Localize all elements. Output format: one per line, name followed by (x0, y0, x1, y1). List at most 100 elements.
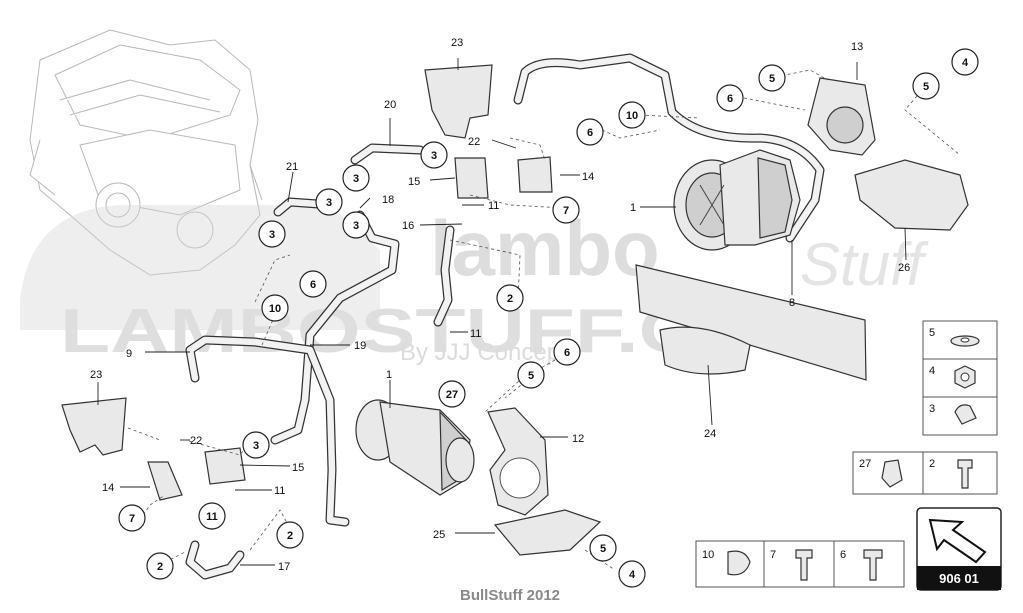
label-14-lower: 14 (102, 482, 114, 494)
callout-bubble-c5d (589, 534, 617, 562)
callout-bubble-c10a (618, 101, 646, 129)
legend-6: 6 (840, 549, 846, 561)
callout-number-c6c: 6 (310, 279, 316, 291)
callout-bubble-c2c (146, 552, 174, 580)
label-15-lower: 15 (292, 462, 304, 474)
label-18: 18 (382, 194, 394, 206)
bracket-parts (61, 64, 969, 556)
callout-bubble-c5c (517, 361, 545, 389)
callout-number-c3e: 3 (269, 229, 275, 241)
label-22-lower: 22 (190, 435, 202, 447)
label-17: 17 (278, 561, 290, 573)
callout-bubble-c4a (951, 48, 979, 76)
callout-bubble-c5a (912, 72, 940, 100)
label-25: 25 (433, 529, 445, 541)
callout-number-c7b: 7 (129, 513, 135, 525)
callout-number-c2c: 2 (157, 561, 163, 573)
legend-3: 3 (929, 403, 935, 415)
callout-number-c3a: 3 (431, 150, 437, 162)
watermark-brand-script: Stuff (800, 231, 929, 298)
callout-bubble-c3e (258, 220, 286, 248)
callout-number-c11d: 11 (206, 511, 218, 523)
callout-bubble-c5b (758, 64, 786, 92)
label-9: 9 (126, 348, 132, 360)
callout-number-c3c: 3 (326, 197, 332, 209)
label-23-lower: 23 (90, 369, 102, 381)
label-21: 21 (286, 161, 298, 173)
callout-number-c7a: 7 (563, 205, 569, 217)
watermark-brand: lambo (430, 204, 660, 292)
air-pump-lower (355, 399, 475, 496)
legend-2: 2 (929, 458, 935, 470)
legend-27: 27 (859, 458, 871, 470)
legend-5: 5 (929, 327, 935, 339)
callout-bubble-c3c (315, 188, 343, 216)
callout-number-c4a: 4 (962, 57, 969, 69)
callout-number-c5d: 5 (600, 543, 606, 555)
callout-bubble-c3d (342, 211, 370, 239)
hose-clamp-icon (727, 550, 751, 576)
leader-lines (97, 58, 907, 566)
hardware-legend-bottom: 10 7 6 (695, 540, 905, 588)
callout-bubble-c6c (299, 270, 327, 298)
callout-bubble-c10b (261, 294, 289, 322)
callout-number-c6a: 6 (727, 93, 733, 105)
air-pump-upper (673, 149, 801, 251)
watermark-tagline: By JJJ Concepts (400, 339, 579, 366)
label-19: 19 (354, 340, 366, 352)
label-15-upper: 15 (408, 176, 420, 188)
callout-number-c6b: 6 (587, 127, 593, 139)
callout-bubble-c3b (342, 164, 370, 192)
legend-7: 7 (770, 549, 776, 561)
flange-bolt-icon (863, 549, 883, 581)
callout-bubble-c11d (198, 502, 226, 530)
arrow-icon (928, 518, 987, 564)
callout-number-c10b: 10 (269, 303, 281, 315)
part-labels: 1 23 13 20 21 22 15 14 11 18 16 8 26 9 1… (90, 37, 910, 573)
hardware-legend-right: 5 4 3 2 27 (852, 320, 998, 495)
callout-number-c27a: 27 (446, 389, 458, 401)
callout-bubble-c6b (576, 118, 604, 146)
callout-number-c5c: 5 (528, 370, 534, 382)
label-22-upper: 22 (468, 136, 480, 148)
clip-icon (954, 404, 977, 425)
screw-icon (795, 549, 813, 581)
callout-number-c3b: 3 (353, 173, 359, 185)
label-1-upper: 1 (630, 202, 636, 214)
legend-10: 10 (702, 549, 714, 561)
connector-icon (881, 459, 903, 488)
footer-credit: BullStuff 2012 (460, 587, 560, 604)
callout-number-c3e2: 3 (253, 440, 259, 452)
label-20: 20 (384, 99, 396, 111)
callout-bubble-c3e2 (242, 431, 270, 459)
label-11-mid: 11 (470, 328, 481, 340)
callout-bubble-c3a (420, 141, 448, 169)
callout-bubble-c2b (276, 521, 304, 549)
label-26: 26 (898, 262, 910, 274)
legend-4: 4 (929, 365, 935, 377)
hoses (185, 53, 825, 580)
callout-bubble-c7a (552, 196, 580, 224)
diagram-code-box: 906 01 (916, 507, 1002, 591)
callout-number-c5a: 5 (923, 81, 929, 93)
callout-number-c6d: 6 (564, 347, 570, 359)
label-14-upper: 14 (582, 171, 594, 183)
label-24: 24 (704, 428, 716, 440)
label-16: 16 (402, 220, 414, 232)
label-11-lower: 11 (274, 485, 285, 497)
diagram-code: 906 01 (939, 571, 979, 586)
callout-number-c2a: 2 (507, 293, 513, 305)
callout-number-c5b: 5 (769, 73, 775, 85)
callout-number-c10a: 10 (626, 110, 638, 122)
callout-number-c2b: 2 (287, 530, 293, 542)
bolt-icon (957, 459, 973, 489)
callout-number-c4b: 4 (629, 569, 636, 581)
callout-bubble-c7b (118, 504, 146, 532)
callout-bubble-c6d (553, 338, 581, 366)
label-8: 8 (789, 297, 795, 309)
label-12: 12 (572, 433, 584, 445)
label-23-upper: 23 (451, 37, 463, 49)
engine-illustration (29, 29, 263, 276)
